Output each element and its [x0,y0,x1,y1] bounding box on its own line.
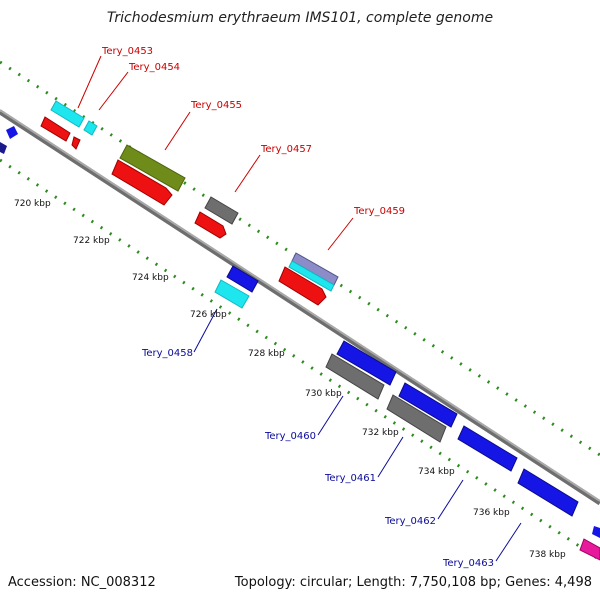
gene-red-1[interactable] [40,116,71,142]
leader-tery-0455 [164,111,191,151]
label-tery-0459[interactable]: Tery_0459 [353,206,405,217]
label-tery-0457[interactable]: Tery_0457 [260,144,312,155]
label-tery-0463[interactable]: Tery_0463 [442,558,494,569]
kbp-label: 734 kbp [418,467,455,477]
kbp-label: 736 kbp [473,508,510,518]
leader-tery-0461 [377,436,404,478]
gene-tery-0454-cyan[interactable] [83,120,98,136]
leader-tery-0458 [193,308,218,353]
label-tery-0454[interactable]: Tery_0454 [128,62,180,73]
gene-red-3[interactable] [111,159,173,206]
label-tery-0453[interactable]: Tery_0453 [101,46,153,57]
kbp-labels: 720 kbp 722 kbp 724 kbp 726 kbp 728 kbp … [14,199,566,560]
leader-tery-0462 [437,479,464,520]
gene-red-4[interactable] [194,211,227,239]
map-title: Trichodesmium erythraeum IMS101, complet… [107,10,493,26]
gene-tery-0458-cyan[interactable] [214,279,250,309]
gene-tery-0455-olive[interactable] [119,144,186,192]
label-tery-0458[interactable]: Tery_0458 [141,348,193,359]
kbp-label: 728 kbp [248,349,285,359]
leader-tery-0459 [327,217,354,251]
inner-tick-ring [0,158,600,562]
gene-labels: Tery_0453 Tery_0454 Tery_0455 Tery_0457 … [101,46,494,569]
gene-red-2[interactable] [71,136,81,150]
kbp-label: 738 kbp [529,550,566,560]
gene-tery-0453-cyan[interactable] [50,100,85,128]
label-leaders [77,55,522,562]
gene-tery-0457-gray[interactable] [204,196,239,225]
gene-partial-magenta[interactable] [579,538,600,561]
backbone-highlight [0,109,600,502]
gene-blue-4[interactable] [457,425,518,472]
gene-features [0,100,600,561]
kbp-label: 722 kbp [73,236,110,246]
gene-blue-2[interactable] [336,340,397,386]
genome-backbone [0,109,600,506]
kbp-label: 732 kbp [362,428,399,438]
gene-red-5[interactable] [278,266,327,306]
kbp-label: 730 kbp [305,389,342,399]
label-tery-0461[interactable]: Tery_0461 [324,473,376,484]
gene-blue-5[interactable] [517,468,579,517]
gene-blue-1[interactable] [226,265,259,293]
leader-tery-0463 [495,522,522,562]
kbp-label: 724 kbp [132,273,169,283]
backbone-shadow [0,109,600,506]
label-tery-0460[interactable]: Tery_0460 [264,431,316,442]
kbp-label: 726 kbp [190,310,227,320]
accession-text: Accession: NC_008312 [8,575,156,590]
inner-dotted-ring [0,158,600,562]
gene-tery-0459-cyan[interactable] [288,260,335,292]
leader-tery-0453 [77,55,102,109]
leader-tery-0457 [234,154,261,193]
leader-tery-0454 [98,71,129,111]
gene-partial-blue-outer[interactable] [6,126,18,139]
topology-info-text: Topology: circular; Length: 7,750,108 bp… [234,575,592,590]
label-tery-0462[interactable]: Tery_0462 [384,516,436,527]
label-tery-0455[interactable]: Tery_0455 [190,100,242,111]
kbp-label: 720 kbp [14,199,51,209]
gene-tery-0461-gray[interactable] [386,394,447,443]
leader-tery-0460 [317,395,344,436]
gene-partial-navy[interactable] [0,142,7,154]
gene-tery-0460-gray[interactable] [325,353,385,400]
gene-partial-blue-right[interactable] [592,526,600,538]
gene-blue-3[interactable] [398,382,458,428]
